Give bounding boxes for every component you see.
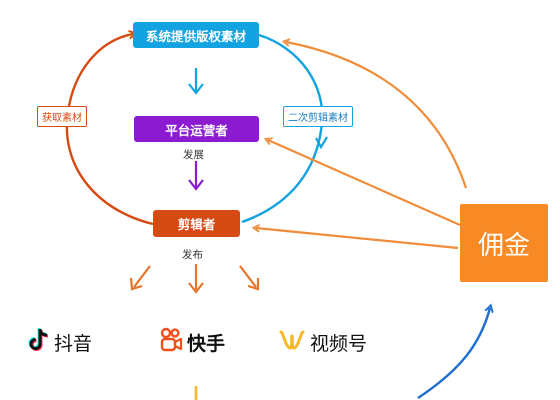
commission-to-system-arrow	[281, 38, 468, 189]
shipinhao-brand: 视频号	[278, 326, 367, 358]
develop-label: 发展	[183, 149, 204, 161]
commission-to-editor-arrow	[251, 224, 459, 250]
shipinhao-logo-icon	[278, 328, 306, 357]
system-node: 系统提供版权素材	[133, 22, 259, 48]
commission-to-platform-arrow	[263, 137, 461, 227]
kuaishou-brand: 快手	[159, 326, 225, 358]
obtain-material-label: 获取素材	[37, 106, 87, 127]
system-to-platform-arrowhead	[188, 83, 204, 95]
kuaishou-logo-icon	[159, 327, 183, 358]
develop-arrowhead	[188, 179, 204, 191]
editor-node: 剪辑者	[153, 210, 240, 237]
platform-operator-node: 平台运营者	[134, 116, 259, 142]
douyin-name: 抖音	[54, 332, 93, 355]
commission-node: 佣金	[460, 204, 548, 282]
douyin-logo-icon	[28, 327, 50, 358]
publish-arrows	[129, 264, 260, 294]
publish-label: 发布	[182, 249, 203, 261]
reedit-material-label: 二次剪辑素材	[283, 106, 353, 127]
kuaishou-name: 快手	[187, 332, 226, 355]
shipinhao-name: 视频号	[310, 332, 368, 355]
reedit-material-arrowhead	[315, 136, 328, 150]
to-commission-blue-arrow	[417, 303, 494, 399]
douyin-brand: 抖音	[28, 326, 92, 358]
